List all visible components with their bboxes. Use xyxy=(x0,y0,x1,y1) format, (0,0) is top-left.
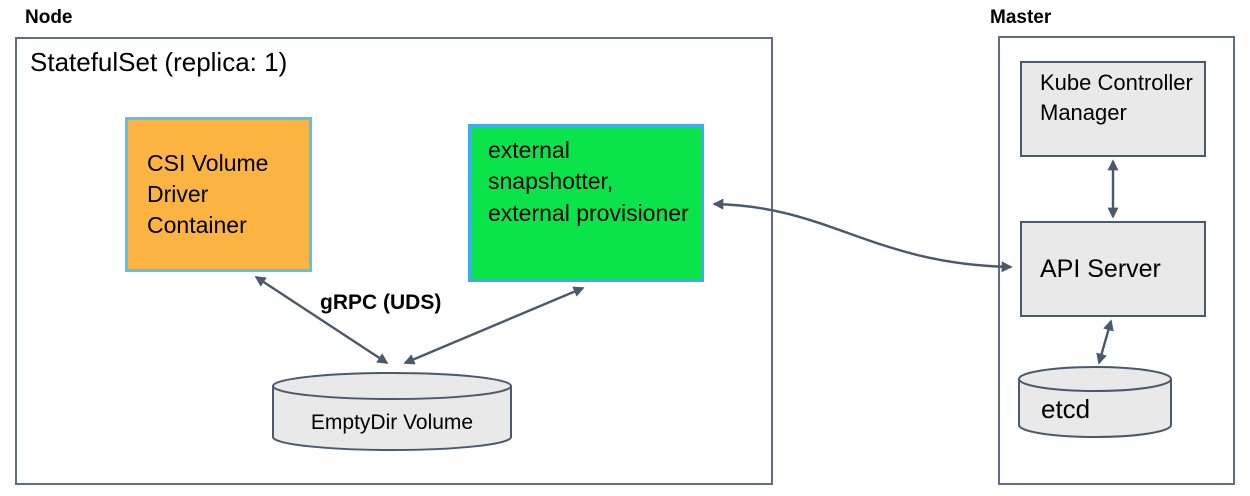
kube-controller-manager-box: Kube Controller Manager xyxy=(1020,61,1206,157)
api-server-box: API Server xyxy=(1020,221,1206,317)
csi-volume-driver-box: CSI Volume Driver Container xyxy=(125,117,312,272)
csi-volume-driver-label: CSI Volume Driver Container xyxy=(147,149,269,239)
grpc-uds-label: gRPC (UDS) xyxy=(320,291,442,314)
kube-controller-manager-label: Kube Controller Manager xyxy=(1040,70,1193,126)
master-zone-label: Master xyxy=(990,7,1052,28)
sidecar-containers-label: external snapshotter, external provision… xyxy=(488,137,689,226)
emptydir-volume-label: EmptyDir Volume xyxy=(310,411,474,434)
sidecar-containers-box: external snapshotter, external provision… xyxy=(468,124,704,282)
etcd-label: etcd xyxy=(1041,394,1091,424)
statefulset-label: StatefulSet (replica: 1) xyxy=(30,47,288,77)
api-server-label: API Server xyxy=(1040,254,1161,283)
node-zone-label: Node xyxy=(25,7,73,28)
